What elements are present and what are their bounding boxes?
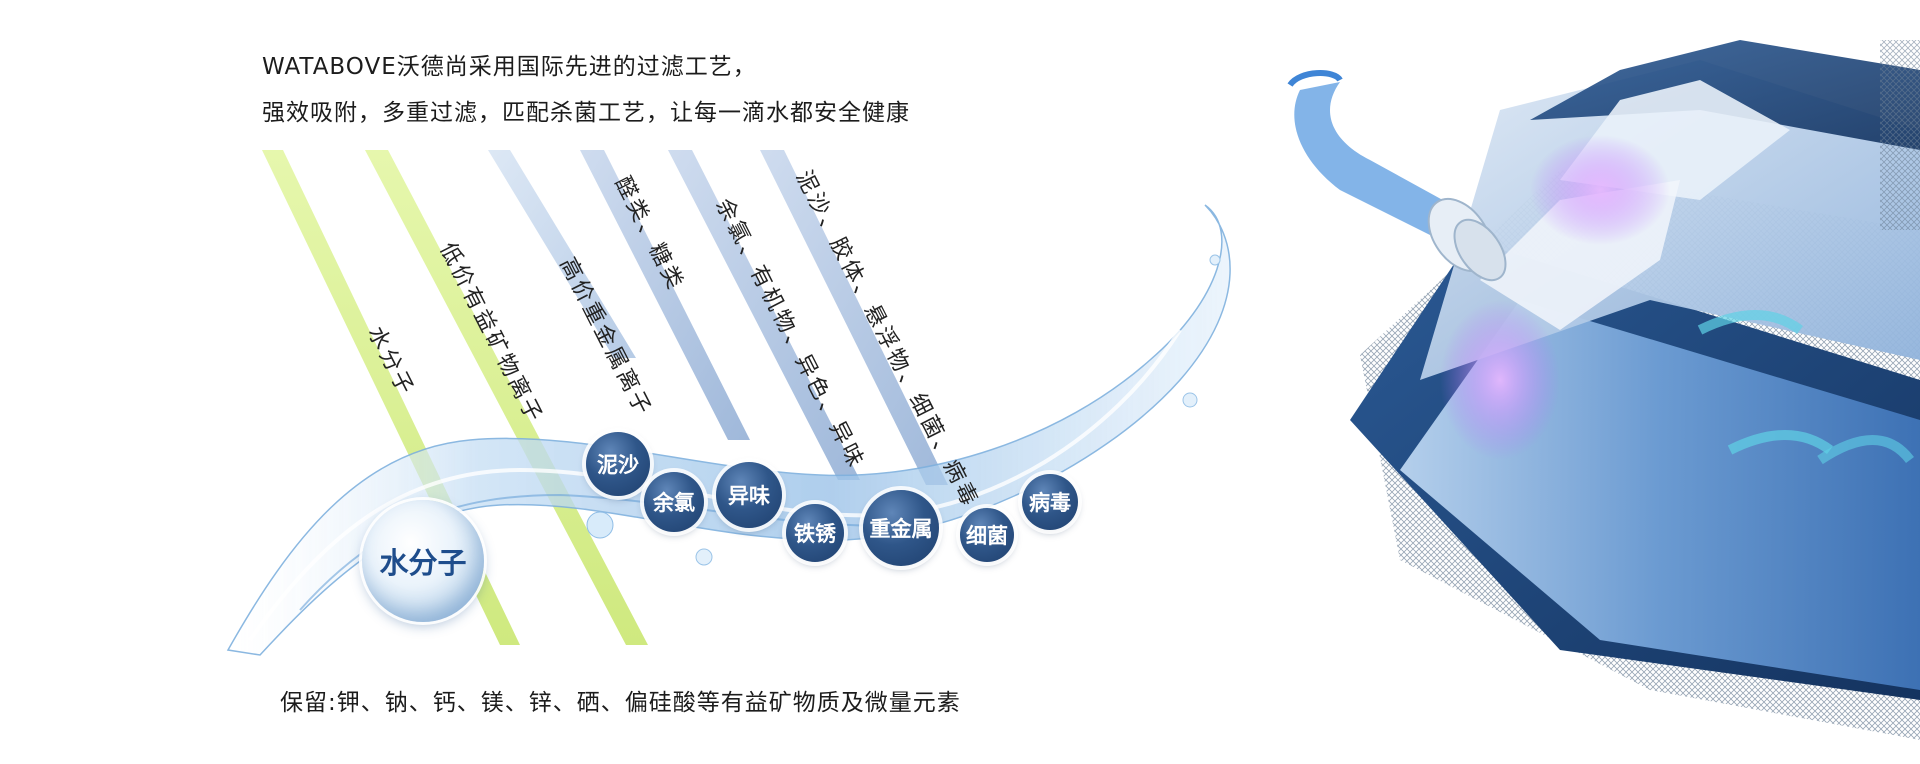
water-molecule-label: 水分子 (379, 546, 467, 580)
particle-label: 铁锈 (794, 522, 836, 546)
filter-cartridge-illustration (1287, 40, 1920, 740)
particle-virus: 病毒 (1022, 474, 1078, 530)
particle-chlorine: 余氯 (644, 472, 704, 532)
band-chlorine (668, 150, 860, 480)
particle-label: 异味 (728, 484, 770, 508)
band-heavy-metal (488, 150, 636, 358)
intro-line-1: WATABOVE沃德尚采用国际先进的过滤工艺， (262, 54, 757, 80)
intro-line-2: 强效吸附，多重过滤，匹配杀菌工艺，让每一滴水都安全健康 (262, 100, 910, 126)
band-minerals (365, 150, 648, 645)
particle-label: 泥沙 (597, 453, 639, 477)
particle-label: 重金属 (869, 517, 933, 541)
particle-label: 病毒 (1029, 491, 1071, 515)
band-aldehyde (580, 150, 750, 440)
particle-label: 细菌 (966, 524, 1008, 548)
intro-text: WATABOVE沃德尚采用国际先进的过滤工艺， 强效吸附，多重过滤，匹配杀菌工艺… (262, 44, 910, 136)
particle-bacteria: 细菌 (960, 508, 1014, 562)
particle-sediment: 泥沙 (586, 432, 650, 496)
band-sediment (760, 150, 948, 485)
particle-odor: 异味 (716, 462, 782, 528)
retained-minerals-caption: 保留:钾、钠、钙、镁、锌、硒、偏硅酸等有益矿物质及微量元素 (280, 690, 961, 716)
water-molecule-bubble: 水分子 (362, 500, 484, 622)
particle-heavy-metal: 重金属 (863, 490, 939, 566)
particle-rust: 铁锈 (786, 504, 844, 562)
particle-label: 余氯 (653, 491, 695, 515)
